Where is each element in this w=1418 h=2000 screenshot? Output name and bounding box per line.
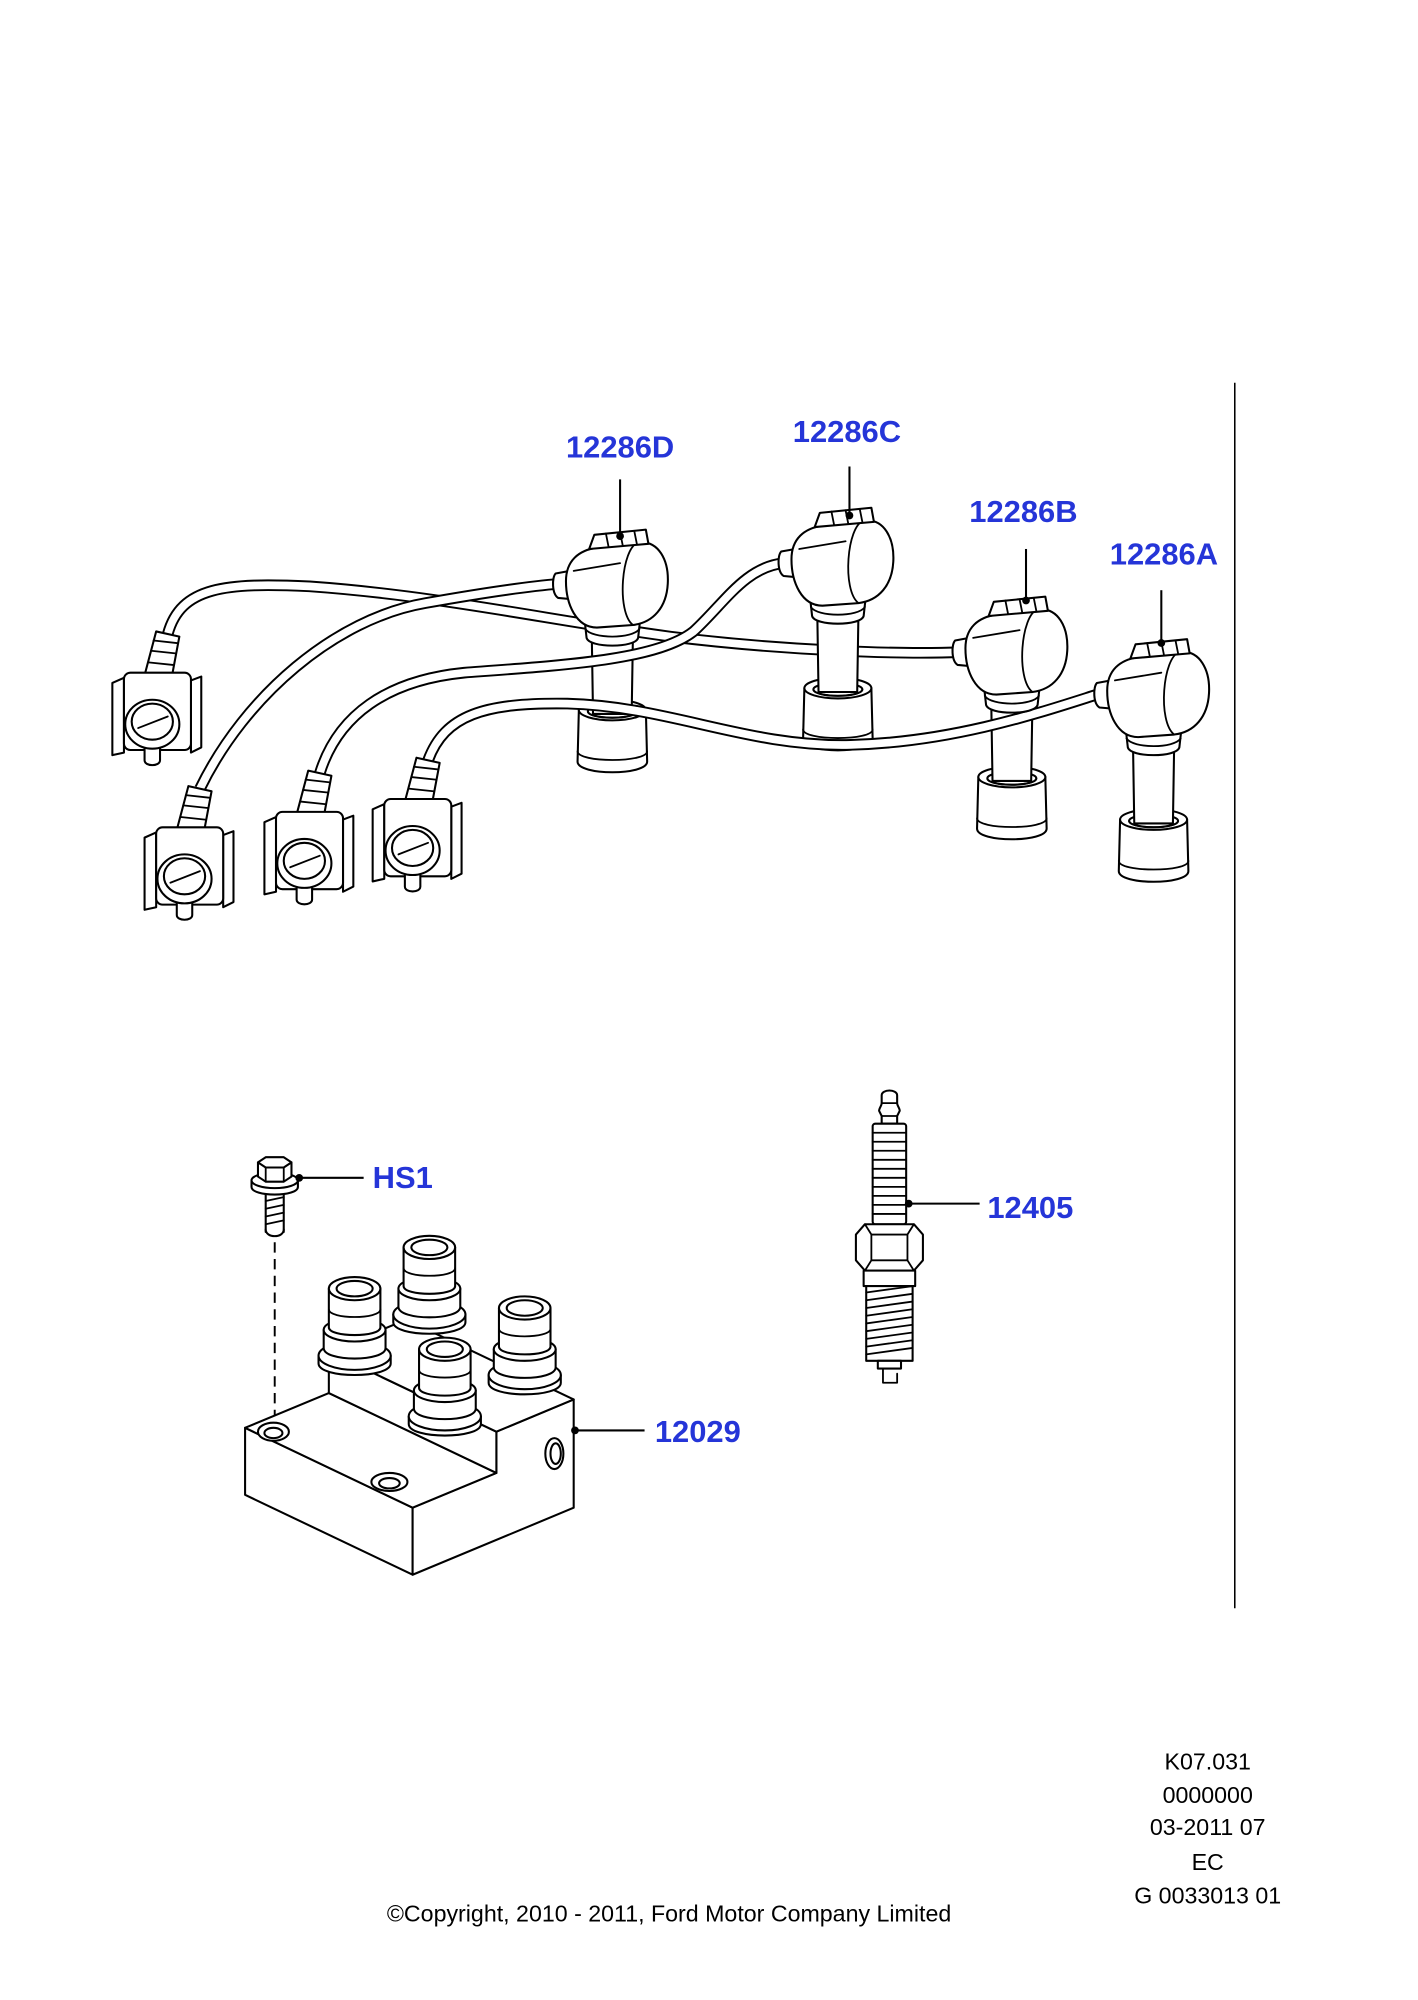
ignition-coil	[244, 1234, 575, 1576]
coil-tower-rear	[392, 1234, 467, 1335]
boot-stem-12286a	[1117, 741, 1190, 883]
reference-illustration: G 0033013 01	[1134, 1882, 1281, 1908]
side-hole	[544, 1437, 565, 1471]
wire-12286c	[314, 557, 785, 775]
reference-number: 0000000	[1163, 1782, 1253, 1808]
flange-bolt	[250, 1156, 299, 1238]
callout-12405: 12405	[987, 1190, 1073, 1225]
reference-code: K07.031	[1165, 1748, 1251, 1774]
coil-tower-front	[407, 1336, 482, 1437]
coil-connector-12286c	[263, 769, 355, 906]
spark-plug-hex	[854, 1223, 924, 1272]
callout-12286a: 12286A	[1110, 536, 1218, 571]
callout-12286c: 12286C	[793, 414, 901, 449]
mounting-hole-rear	[256, 1421, 290, 1442]
leader-12405	[904, 1199, 980, 1208]
spark-plug-electrode	[882, 1367, 899, 1384]
spark-plug-insulator	[871, 1122, 908, 1226]
spark-plug-terminal	[878, 1089, 901, 1125]
reference-date: 03-2011 07	[1150, 1814, 1266, 1840]
leader-12286a	[1157, 590, 1166, 647]
leader-12286b	[1022, 548, 1030, 605]
coil-connector-12286a	[371, 756, 463, 893]
copyright-notice: ©Copyright, 2010 - 2011, Ford Motor Comp…	[387, 1900, 951, 1926]
callout-hs1: HS1	[373, 1160, 433, 1195]
callout-12286b: 12286B	[969, 494, 1077, 529]
coil-connector-12286b	[111, 630, 203, 767]
leader-12029	[571, 1426, 645, 1435]
boot-stem-12286c	[802, 609, 874, 752]
mounting-hole-front	[370, 1471, 409, 1493]
leader-12286d	[616, 479, 624, 540]
coil-tower-left	[317, 1276, 392, 1377]
boot-head-12286c	[777, 506, 895, 625]
callout-12029: 12029	[655, 1414, 741, 1449]
leader-12286c	[845, 466, 854, 520]
boot-head-12286a	[1093, 638, 1211, 757]
wire-12286a	[422, 689, 1099, 763]
reference-region: EC	[1192, 1849, 1224, 1875]
coil-tower-right	[487, 1295, 562, 1396]
boot-head-12286b	[951, 595, 1069, 714]
callout-12286d: 12286D	[566, 429, 674, 464]
leader-hs1	[295, 1173, 364, 1182]
reference-block: K07.031 0000000 03-2011 07 EC G 0033013 …	[1134, 1748, 1281, 1908]
ignition-wire-set	[111, 506, 1211, 921]
wire-12286d	[194, 577, 560, 792]
spark-plug	[854, 1089, 924, 1384]
coil-connector-12286d	[143, 785, 235, 921]
